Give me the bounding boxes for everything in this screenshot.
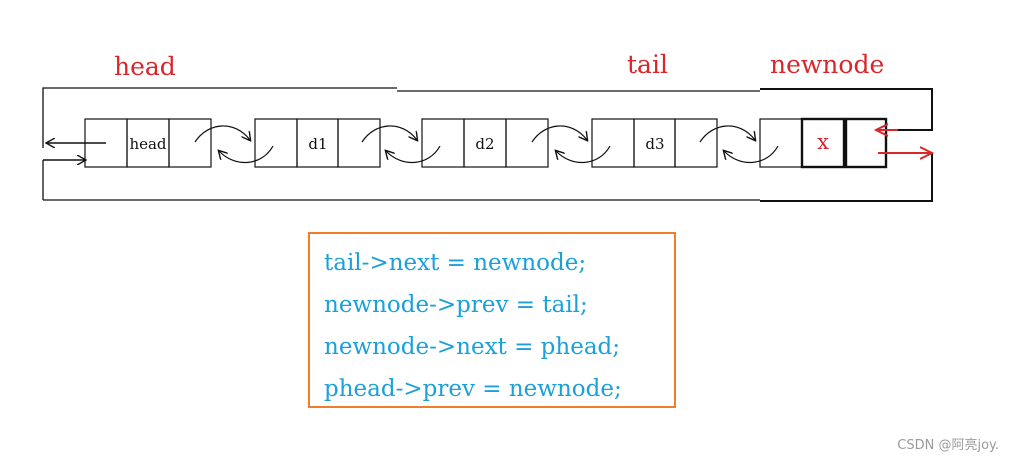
wrap-links-new (760, 88, 933, 202)
label-tail: tail (627, 50, 668, 79)
wrap-links (42, 87, 760, 201)
node-d2-data: d2 (475, 135, 495, 153)
node-head (84, 118, 212, 168)
node-d1-data: d1 (308, 135, 328, 153)
node-d2 (421, 118, 549, 168)
node-d1 (254, 118, 381, 168)
node-head-data: head (129, 135, 167, 153)
node-newnode-data: x (817, 130, 829, 154)
code-line-3: newnode->next = phead; (324, 334, 621, 360)
newnode-red-arrows (877, 130, 931, 153)
code-line-2: newnode->prev = tail; (324, 292, 588, 318)
code-box: tail->next = newnode; newnode->prev = ta… (308, 232, 676, 408)
code-line-1: tail->next = newnode; (324, 250, 587, 276)
node-newnode (759, 117, 888, 169)
node-d3-data: d3 (645, 135, 665, 153)
node-d3 (591, 118, 718, 168)
watermark: CSDN @阿亮joy. (897, 438, 999, 453)
label-newnode: newnode (770, 50, 885, 79)
label-head: head (114, 52, 176, 81)
head-prev-arrow (43, 143, 106, 160)
code-line-4: phead->prev = newnode; (324, 376, 622, 402)
link-arrows (194, 125, 779, 164)
